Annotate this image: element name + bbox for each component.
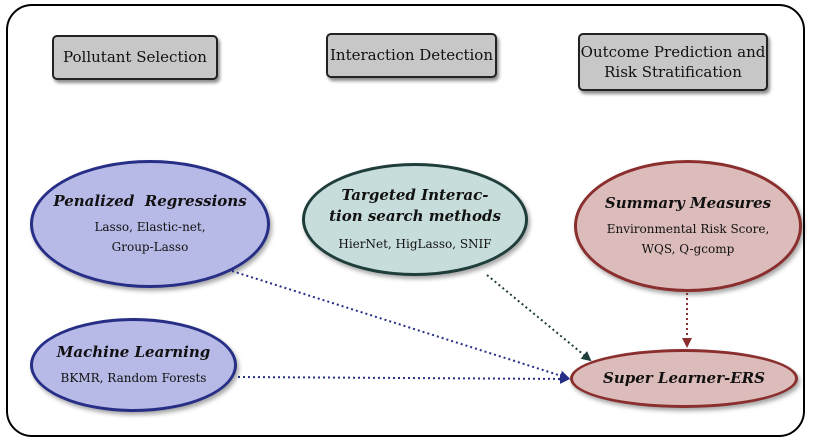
penalized-methods: Lasso, Elastic-net, Group-Lasso (94, 218, 205, 256)
penalized-methods-line2: Group-Lasso (111, 239, 189, 254)
header-outcome-prediction: Outcome Prediction and Risk Stratificati… (578, 33, 768, 91)
header-outcome-line1: Outcome Prediction and (580, 42, 766, 61)
penalized-title: Penalized Regressions (53, 192, 247, 211)
node-targeted-interaction: Targeted Interac- tion search methods Hi… (302, 163, 528, 276)
penalized-methods-line1: Lasso, Elastic-net, (94, 220, 206, 235)
summary-methods: Environmental Risk Score, WQS, Q-gcomp (607, 220, 770, 258)
targeted-title-line2: tion search methods (329, 206, 501, 225)
header-outcome-line2: Risk Stratification (604, 63, 742, 81)
machine-title: Machine Learning (56, 342, 211, 361)
targeted-title-line1: Targeted Interac- (341, 185, 489, 204)
header-pollutant-selection-label: Pollutant Selection (63, 48, 207, 67)
summary-methods-line2: WQS, Q-gcomp (641, 241, 735, 256)
header-interaction-detection: Interaction Detection (326, 33, 497, 78)
super-title: Super Learner-ERS (603, 369, 765, 387)
node-machine-learning: Machine Learning BKMR, Random Forests (30, 318, 237, 412)
summary-methods-line1: Environmental Risk Score, (606, 222, 770, 237)
targeted-methods: HierNet, HigLasso, SNIF (338, 236, 492, 251)
machine-methods: BKMR, Random Forests (60, 370, 207, 385)
header-pollutant-selection: Pollutant Selection (52, 35, 218, 80)
arrow-targeted-to-super (486, 274, 592, 362)
targeted-title: Targeted Interac- tion search methods (329, 185, 501, 227)
arrow-machine-to-super (237, 373, 570, 384)
header-interaction-detection-label: Interaction Detection (329, 46, 493, 65)
outer-frame (6, 4, 805, 437)
summary-title: Summary Measures (604, 194, 772, 213)
arrow-penalized-to-super (231, 270, 570, 381)
node-summary-measures: Summary Measures Environmental Risk Scor… (574, 160, 802, 292)
node-super-learner: Super Learner-ERS (570, 349, 798, 408)
node-penalized-regressions: Penalized Regressions Lasso, Elastic-net… (30, 160, 270, 288)
